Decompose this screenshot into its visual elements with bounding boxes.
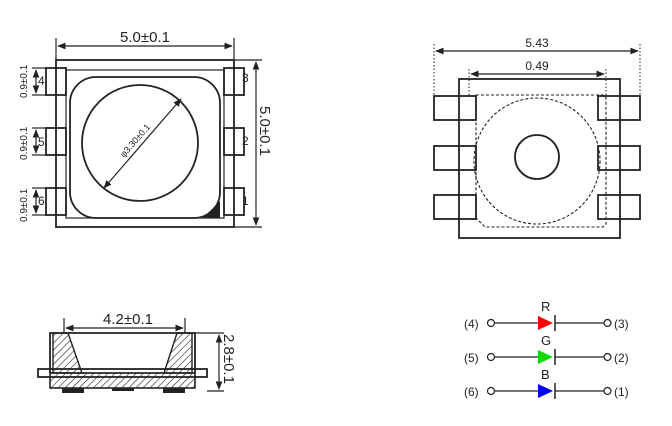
height-dim-label: 5.0±0.1 [256,106,273,156]
side-view: 4.2±0.1 2.8±0.1 [37,311,237,393]
pin-label-3: 3 [242,71,249,85]
pad-4 [45,67,67,96]
color-label-b: B [541,367,550,382]
led-b [538,384,553,398]
pin-label-6: 6 [38,194,45,208]
footprint-pad-5 [433,145,477,171]
left-pin-label-r: (4) [464,317,479,331]
top-view-body-outline [55,59,235,228]
side-base-hatched [49,372,196,389]
footprint-dashed-body [475,94,607,228]
pin-label-5: 5 [38,135,45,149]
side-wall-left [52,332,83,374]
schematic-row-g: (5) (2) G [464,333,629,365]
footprint-pad-3 [597,95,641,121]
footprint-pad-4 [433,95,477,121]
left-pin-label-g: (5) [464,351,479,365]
foot-left [62,388,84,393]
pin-label-4: 4 [38,74,45,88]
pad-dim-label-4: 0.9±0.1 [19,64,30,98]
footprint-dashed-circle [473,97,601,225]
led-g [538,350,553,364]
diameter-label: φ3.30±0.1 [118,122,152,159]
color-label-r: R [541,299,550,314]
diameter-arrow [103,98,182,189]
side-width-label: 4.2±0.1 [103,311,153,328]
footprint-pad-6 [433,194,477,220]
pad-2 [223,127,245,156]
footprint-pad-2 [597,145,641,171]
outer-dim-label: 5.43 [525,36,549,50]
side-body-outline [49,332,196,373]
right-pin-label-r: (3) [614,317,629,331]
right-pin-label-g: (2) [614,351,629,365]
led-r [538,316,553,330]
left-pin-label-b: (6) [464,385,479,399]
footprint-pad-1 [597,194,641,220]
footprint-outline [458,78,621,239]
side-wall-right [163,332,193,374]
inner-dim-label: 0.49 [525,59,549,73]
pad-6 [45,187,67,216]
pin-label-2: 2 [242,134,249,148]
footprint-view: 5.43 0.49 [433,36,641,239]
rgb-schematic: (4) (3) R (5) (2) G (6) [464,299,629,399]
schematic-row-r: (4) (3) R [464,299,629,331]
top-view-body-inner [65,69,225,219]
top-view: φ3.30±0.1 4 5 6 3 2 1 0.9±0.1 0.9±0.1 [19,29,273,228]
polarity-chamfer [203,201,220,218]
pad-dim-label-5: 0.9±0.1 [19,126,30,160]
side-height-label: 2.8±0.1 [220,334,237,384]
color-label-g: G [541,333,551,348]
pad-dim-label-6: 0.9±0.1 [19,188,30,222]
foot-right [163,388,185,393]
lens-circle [81,84,199,202]
pad-1 [223,187,245,216]
footprint-center-circle [514,134,560,180]
pin-label-1: 1 [242,194,249,208]
pad-3 [223,67,245,96]
right-pin-label-b: (1) [614,385,629,399]
width-dim-label: 5.0±0.1 [120,29,170,46]
foot-center [112,388,134,391]
lens-cavity [69,76,221,219]
pad-5 [45,127,67,156]
schematic-row-b: (6) (1) B [464,367,629,399]
pad-dim-markers [32,67,46,216]
